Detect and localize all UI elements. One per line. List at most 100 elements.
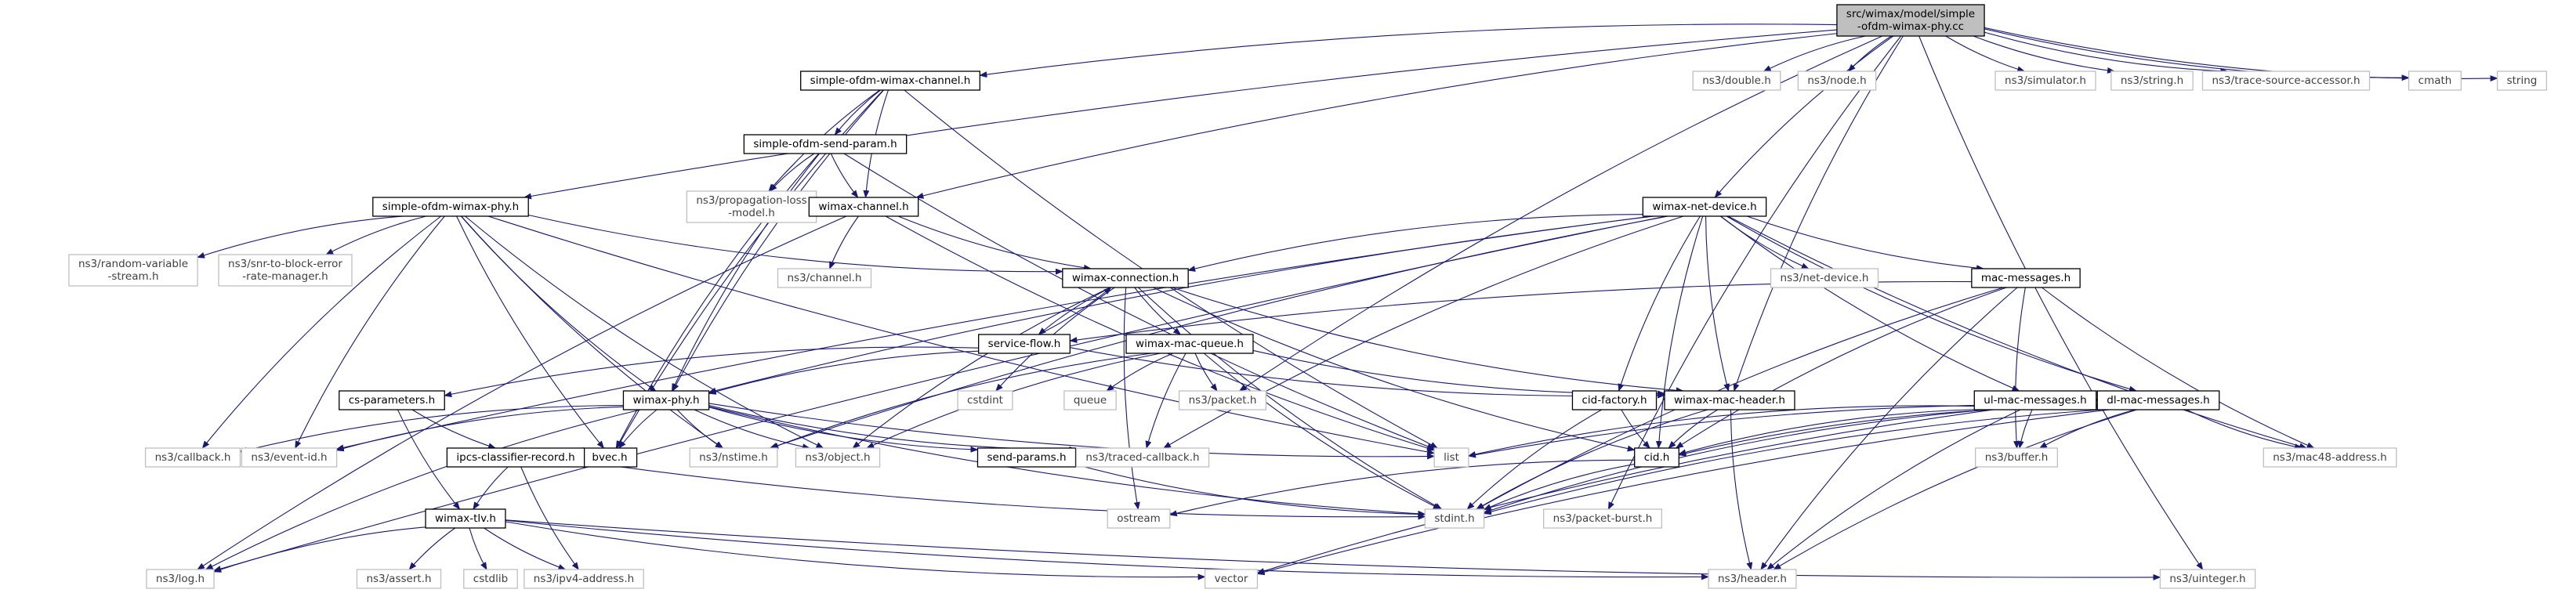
node-ns3-snr-to-block-error-rate-manager-h: ns3/snr-to-block-error-rate-manager.h bbox=[218, 254, 353, 287]
node-box bbox=[2096, 390, 2220, 410]
node-ipcs-classifier-record-h[interactable]: ipcs-classifier-record.h bbox=[446, 447, 585, 468]
node-box bbox=[1178, 390, 1267, 410]
node-ns3-channel-h: ns3/channel.h bbox=[777, 268, 872, 288]
node-ns3-packet-h: ns3/packet.h bbox=[1178, 390, 1267, 410]
edge-phyh-to-callback bbox=[201, 215, 441, 449]
node-wimax-connection-h[interactable]: wimax-connection.h bbox=[1062, 268, 1189, 288]
edge-root-to-phyh bbox=[523, 29, 1837, 200]
node-cid-factory-h[interactable]: cid-factory.h bbox=[1571, 390, 1658, 410]
node-ul-mac-messages-h[interactable]: ul-mac-messages.h bbox=[1973, 390, 2097, 410]
edge-wphy-to-object bbox=[694, 409, 810, 450]
node-box bbox=[800, 71, 980, 91]
node-service-flow-h[interactable]: service-flow.h bbox=[978, 334, 1071, 354]
node-label: ns3/ipv4-address.h bbox=[534, 573, 634, 585]
node-ns3-uinteger-h: ns3/uinteger.h bbox=[2159, 569, 2256, 589]
node-wimax-mac-header-h[interactable]: wimax-mac-header.h bbox=[1664, 390, 1795, 410]
edge-root-to-tsa bbox=[1984, 31, 2229, 74]
node-box bbox=[1770, 268, 1879, 288]
edge-macqueue-to-packet bbox=[1194, 353, 1218, 392]
edge-macheader-to-header bbox=[1730, 409, 1753, 570]
edge-dlmac-to-mac48 bbox=[2186, 409, 2302, 450]
node-simple-ofdm-wimax-phy-h[interactable]: simple-ofdm-wimax-phy.h bbox=[372, 197, 529, 217]
node-box bbox=[372, 197, 529, 217]
node-label: ns3/snr-to-block-error bbox=[228, 258, 342, 270]
node-box bbox=[1433, 447, 1469, 468]
node-box bbox=[1994, 71, 2096, 91]
node-ns3-net-device-h: ns3/net-device.h bbox=[1770, 268, 1879, 288]
node-label: bvec.h bbox=[592, 451, 627, 464]
node-label: ns3/channel.h bbox=[788, 272, 862, 284]
node-mac-messages-h[interactable]: mac-messages.h bbox=[1971, 268, 2081, 288]
node-label: ns3/packet.h bbox=[1189, 394, 1257, 407]
node-ns3-traced-callback-h: ns3/traced-callback.h bbox=[1075, 447, 1210, 468]
node-box bbox=[1543, 508, 1662, 529]
node-box bbox=[795, 447, 881, 468]
edges-layer bbox=[197, 24, 2498, 580]
node-cs-parameters-h[interactable]: cs-parameters.h bbox=[339, 390, 445, 410]
edge-channel-to-sendparam bbox=[834, 89, 882, 136]
edge-wchannel-to-wconn bbox=[897, 215, 1092, 271]
edge-channel-to-wphy bbox=[672, 89, 884, 392]
node-label: ns3/uinteger.h bbox=[2169, 573, 2245, 585]
node-ns3-header-h: ns3/header.h bbox=[1708, 569, 1797, 589]
node-cid-h[interactable]: cid.h bbox=[1634, 447, 1679, 468]
node-box bbox=[446, 447, 585, 468]
node-label: ipcs-classifier-record.h bbox=[456, 451, 574, 464]
edge-root-to-packet bbox=[1238, 35, 1883, 392]
edge-sendparams-to-stdint bbox=[1075, 464, 1426, 518]
node-label: cmath bbox=[2418, 74, 2452, 87]
node-ns3-random-variable-stream-h: ns3/random-variable-stream.h bbox=[68, 254, 198, 287]
edge-dlmac-to-stdint bbox=[1483, 409, 2103, 515]
node-ns3-double-h: ns3/double.h bbox=[1692, 71, 1781, 91]
node-simple-ofdm-send-param-h[interactable]: simple-ofdm-send-param.h bbox=[743, 134, 908, 154]
edge-wconn-to-stdint bbox=[1138, 287, 1443, 510]
node-box bbox=[743, 134, 908, 154]
node-send-params-h[interactable]: send-params.h bbox=[976, 447, 1077, 468]
node-label: list bbox=[1444, 451, 1459, 464]
edge-phyh-to-bvec bbox=[456, 215, 605, 449]
node-box bbox=[68, 254, 198, 287]
node-label: ns3/log.h bbox=[156, 573, 205, 585]
node-label: ns3/mac48-address.h bbox=[2273, 451, 2387, 464]
node-label: simple-ofdm-wimax-channel.h bbox=[810, 74, 971, 87]
edge-wphy-to-bvec bbox=[618, 409, 658, 449]
node-label: ns3/nstime.h bbox=[699, 451, 768, 464]
node-wimax-tlv-h[interactable]: wimax-tlv.h bbox=[425, 508, 506, 529]
node-label: ns3/simulator.h bbox=[2005, 74, 2086, 87]
edge-phyh-to-list bbox=[487, 215, 1436, 455]
node-label: vector bbox=[1215, 573, 1248, 585]
node-box bbox=[686, 190, 817, 223]
edge-root-to-uinteger bbox=[1918, 35, 2204, 570]
node-label: wimax-connection.h bbox=[1072, 272, 1179, 284]
node-wimax-channel-h[interactable]: wimax-channel.h bbox=[808, 197, 919, 217]
edge-ulmac-to-stdint bbox=[1483, 409, 1990, 514]
node-label: ns3/net-device.h bbox=[1781, 272, 1869, 284]
node-label: stdint.h bbox=[1434, 512, 1474, 525]
node-wimax-mac-queue-h[interactable]: wimax-mac-queue.h bbox=[1125, 334, 1254, 354]
node-dl-mac-messages-h[interactable]: dl-mac-messages.h bbox=[2096, 390, 2220, 410]
node-cstdlib: cstdlib bbox=[463, 569, 518, 589]
node-label: ns3/traced-callback.h bbox=[1085, 451, 1199, 464]
node-label: ns3/trace-source-accessor.h bbox=[2212, 74, 2360, 87]
node-src-wimax-model-simple-ofdm-wimax-phy-cc[interactable]: src/wimax/model/simple-ofdm-wimax-phy.cc bbox=[1836, 4, 1985, 37]
node-label: cstdint bbox=[967, 394, 1003, 407]
node-ns3-callback-h: ns3/callback.h bbox=[144, 447, 241, 468]
edge-root-to-node bbox=[1847, 35, 1892, 72]
node-bvec-h[interactable]: bvec.h bbox=[582, 447, 638, 468]
edge-sendparam-to-list bbox=[843, 153, 1436, 450]
edge-netdevice-to-macheader bbox=[1705, 215, 1730, 392]
node-box bbox=[1664, 390, 1795, 410]
edge-root-to-netdevice bbox=[1714, 35, 1894, 198]
node-wimax-net-device-h[interactable]: wimax-net-device.h bbox=[1642, 197, 1767, 217]
node-box bbox=[524, 569, 644, 589]
node-ns3-mac48-address-h: ns3/mac48-address.h bbox=[2263, 447, 2397, 468]
node-label: ns3/propagation-loss bbox=[696, 194, 806, 207]
node-box bbox=[2110, 71, 2194, 91]
node-wimax-phy-h[interactable]: wimax-phy.h bbox=[622, 390, 710, 410]
edge-wphy-to-nstime bbox=[676, 409, 723, 449]
node-label: ns3/packet-burst.h bbox=[1553, 512, 1653, 525]
node-label: ns3/object.h bbox=[805, 451, 870, 464]
node-simple-ofdm-wimax-channel-h[interactable]: simple-ofdm-wimax-channel.h bbox=[800, 71, 980, 91]
node-label: simple-ofdm-wimax-phy.h bbox=[382, 201, 519, 213]
node-ns3-string-h: ns3/string.h bbox=[2110, 71, 2194, 91]
